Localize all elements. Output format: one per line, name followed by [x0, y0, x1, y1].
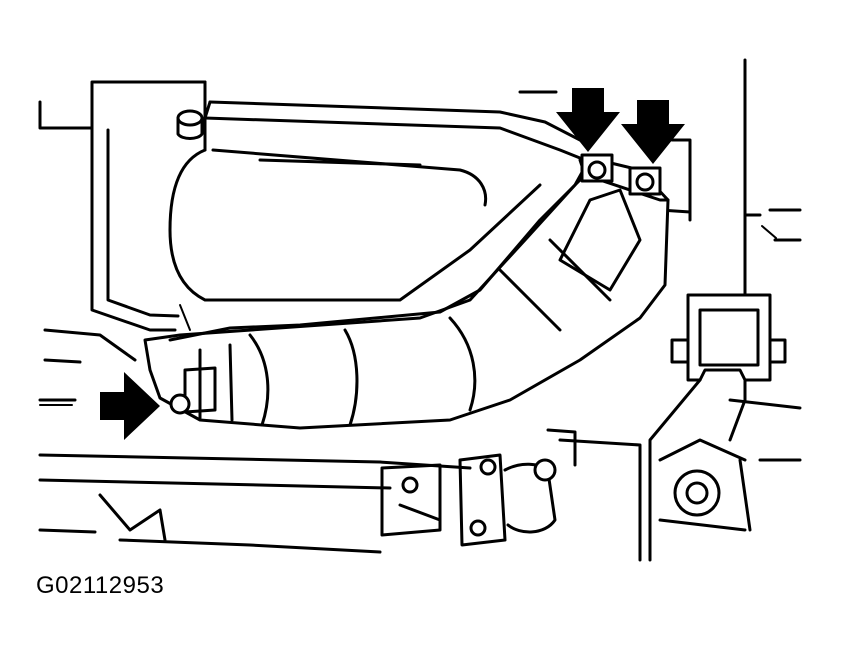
floor-pan-contour: [168, 148, 542, 331]
arrow-right-icon: [100, 372, 160, 440]
shield-bolts: [169, 153, 662, 415]
arrow-down-icon: [621, 100, 685, 164]
figure-id-label: G02112953: [36, 572, 165, 599]
rear-mount-bracket: [648, 293, 787, 562]
arrow-down-icon: [556, 88, 620, 152]
vehicle-body-outline: [38, 58, 802, 462]
propeller-shaft: [380, 428, 642, 562]
heat-shield: [143, 156, 670, 430]
stud-bolt: [176, 109, 204, 140]
